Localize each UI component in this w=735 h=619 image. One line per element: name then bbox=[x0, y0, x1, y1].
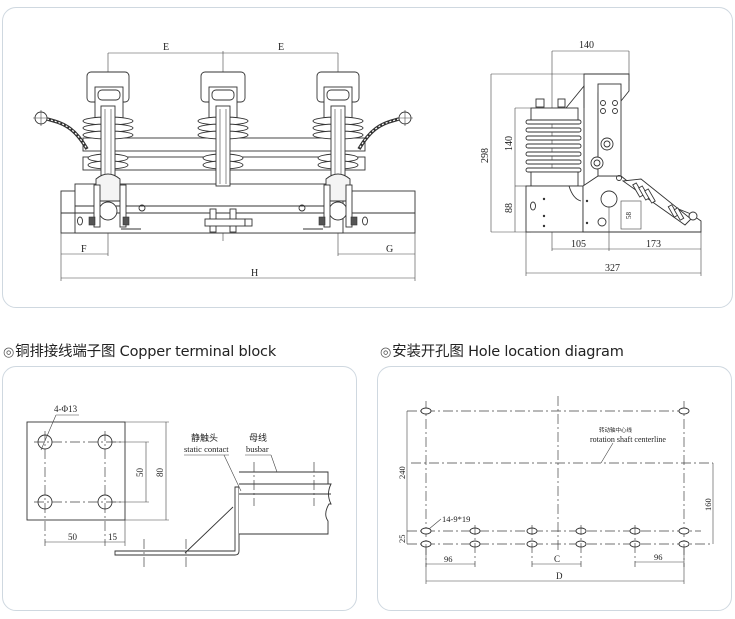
rotation-shaft bbox=[600, 190, 618, 208]
label-160: 160 bbox=[703, 498, 713, 511]
label-15: 15 bbox=[108, 532, 118, 542]
label-d: D bbox=[556, 571, 563, 581]
label-140-top: 140 bbox=[579, 40, 594, 51]
label-96-right: 96 bbox=[654, 552, 663, 562]
label-c: C bbox=[554, 554, 560, 564]
cable-left bbox=[46, 117, 89, 150]
side-view: 140 298 140 88 bbox=[480, 40, 702, 276]
pole-center bbox=[197, 71, 253, 233]
terminal-holes bbox=[37, 434, 113, 510]
label-h: H bbox=[251, 268, 258, 279]
hole-location-drawing: 转动轴中心线 rotation shaft centerline 240 bbox=[397, 396, 714, 584]
label-e-left: E bbox=[163, 42, 169, 53]
section-title-text: 铜排接线端子图 Copper terminal block bbox=[15, 344, 277, 360]
label-g: G bbox=[386, 244, 393, 255]
section-title-hole-location: ◎安装开孔图 Hole location diagram bbox=[380, 340, 624, 361]
label-50-h: 50 bbox=[68, 532, 78, 542]
mounting-slots bbox=[420, 407, 690, 548]
label-96-left: 96 bbox=[444, 554, 453, 564]
label-hole-spec: 4-Φ13 bbox=[54, 404, 78, 414]
label-88: 88 bbox=[504, 203, 515, 213]
bullet-icon: ◎ bbox=[380, 345, 392, 360]
terminal-plate bbox=[26, 421, 126, 521]
busbar bbox=[239, 471, 332, 535]
label-busbar-cn: 母线 bbox=[249, 432, 267, 443]
base-box bbox=[525, 185, 584, 233]
copper-terminal-panel: 4-Φ13 50 80 50 15 静触头 static contact 母线 bbox=[2, 366, 357, 611]
pole-right bbox=[303, 71, 364, 230]
section-title-copper-terminal: ◎铜排接线端子图 Copper terminal block bbox=[3, 340, 276, 361]
label-140-v: 140 bbox=[504, 136, 515, 151]
label-173: 173 bbox=[646, 239, 661, 250]
label-105: 105 bbox=[571, 239, 586, 250]
pole-left bbox=[82, 71, 141, 230]
section-title-text: 安装开孔图 Hole location diagram bbox=[392, 344, 624, 360]
label-80: 80 bbox=[155, 468, 165, 478]
label-slot-spec: 14-9*19 bbox=[442, 514, 470, 524]
label-centerline-cn: 转动轴中心线 bbox=[599, 426, 633, 434]
label-50-v: 50 bbox=[135, 468, 145, 478]
label-static-contact-en: static contact bbox=[184, 444, 229, 454]
insulator-sheds bbox=[525, 119, 582, 187]
hole-location-panel: 转动轴中心线 rotation shaft centerline 240 bbox=[377, 366, 732, 611]
front-and-side-view-drawing: E E bbox=[33, 40, 702, 281]
label-240: 240 bbox=[397, 466, 407, 479]
bullet-icon: ◎ bbox=[3, 345, 15, 360]
label-58: 58 bbox=[625, 212, 633, 220]
label-298: 298 bbox=[480, 148, 491, 163]
front-view: E E bbox=[33, 42, 416, 281]
label-f: F bbox=[81, 244, 87, 255]
label-centerline-en: rotation shaft centerline bbox=[590, 435, 666, 444]
dimension-drawing-panel: E E bbox=[2, 7, 733, 308]
label-static-contact-cn: 静触头 bbox=[191, 432, 218, 443]
label-25: 25 bbox=[397, 535, 407, 544]
label-e-right: E bbox=[278, 42, 284, 53]
copper-terminal-drawing: 4-Φ13 50 80 50 15 静触头 static contact 母线 bbox=[26, 404, 332, 567]
label-327: 327 bbox=[605, 263, 620, 274]
static-contact-bracket bbox=[114, 486, 240, 556]
label-busbar-en: busbar bbox=[246, 444, 269, 454]
